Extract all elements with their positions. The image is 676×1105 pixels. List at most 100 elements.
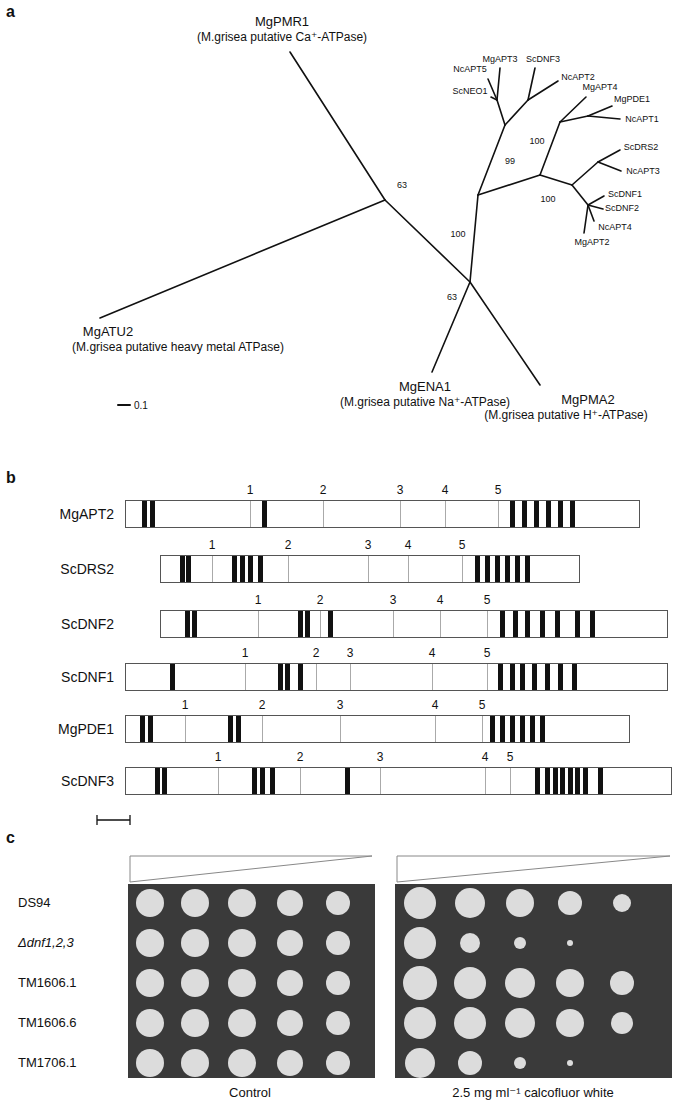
motif-number: 5 bbox=[507, 751, 514, 764]
motif-line bbox=[400, 501, 401, 527]
transmembrane-domain bbox=[568, 768, 573, 794]
scale-label: 0.1 bbox=[134, 400, 148, 411]
leaf-label: ScDNF1 bbox=[608, 190, 642, 200]
motif-number: 3 bbox=[337, 699, 344, 712]
strain-label: TM1706.1 bbox=[18, 1056, 77, 1070]
transmembrane-domain bbox=[525, 611, 530, 637]
yeast-spot bbox=[403, 966, 437, 1000]
leaf-label: MgAPT3 bbox=[482, 55, 517, 65]
transmembrane-domain bbox=[520, 664, 525, 690]
yeast-spot bbox=[404, 1007, 436, 1039]
protein-note: (M.grisea putative heavy metal ATPase) bbox=[72, 341, 284, 354]
motif-line bbox=[368, 556, 369, 582]
transmembrane-domain bbox=[546, 501, 551, 527]
yeast-spot bbox=[458, 1051, 482, 1075]
motif-line bbox=[435, 716, 436, 742]
motif-line bbox=[487, 611, 488, 637]
transmembrane-domain bbox=[553, 768, 558, 794]
protein-bar: ScDNF3 bbox=[125, 767, 672, 795]
motif-number: 5 bbox=[479, 699, 486, 712]
motif-number: 1 bbox=[215, 751, 222, 764]
transmembrane-domain bbox=[155, 768, 160, 794]
protein-bar: ScDNF1 bbox=[125, 663, 668, 691]
motif-number: 1 bbox=[242, 647, 249, 660]
transmembrane-domain bbox=[298, 664, 303, 690]
motif-number: 2 bbox=[297, 751, 304, 764]
motif-number: 3 bbox=[365, 539, 372, 552]
transmembrane-domain bbox=[500, 716, 505, 742]
motif-number: 4 bbox=[405, 539, 412, 552]
protein-name: MgATU2 bbox=[83, 325, 133, 339]
motif-number: 1 bbox=[182, 699, 189, 712]
bootstrap-value: 63 bbox=[447, 293, 457, 303]
yeast-spot bbox=[514, 1057, 526, 1069]
yeast-spot bbox=[326, 1011, 350, 1035]
yeast-spot bbox=[556, 1009, 584, 1037]
transmembrane-domain bbox=[305, 611, 310, 637]
panel-letter: a bbox=[6, 3, 15, 21]
motif-number: 2 bbox=[313, 647, 320, 660]
transmembrane-domain bbox=[572, 664, 577, 690]
yeast-spot bbox=[506, 889, 534, 917]
protein-name: MgAPT2 bbox=[60, 506, 114, 522]
transmembrane-domain bbox=[260, 768, 265, 794]
transmembrane-domain bbox=[525, 556, 530, 582]
yeast-spot bbox=[277, 930, 303, 956]
bootstrap-value: 100 bbox=[450, 230, 465, 240]
yeast-spot bbox=[277, 970, 303, 996]
motif-line bbox=[498, 501, 499, 527]
strain-label: TM1606.6 bbox=[18, 1016, 77, 1030]
motif-number: 3 bbox=[397, 484, 404, 497]
motif-line bbox=[320, 611, 321, 637]
strain-label: TM1606.1 bbox=[18, 976, 77, 990]
yeast-spot bbox=[136, 889, 164, 917]
protein-note: (M.grisea putative Na⁺-ATPase) bbox=[340, 396, 510, 409]
motif-line bbox=[393, 611, 394, 637]
transmembrane-domain bbox=[192, 611, 197, 637]
transmembrane-domain bbox=[495, 556, 500, 582]
protein-name: ScDRS2 bbox=[60, 561, 114, 577]
transmembrane-domain bbox=[180, 556, 185, 582]
transmembrane-domain bbox=[583, 768, 588, 794]
motif-number: 4 bbox=[429, 647, 436, 660]
protein-bar: MgAPT2 bbox=[125, 500, 640, 528]
yeast-spot bbox=[610, 971, 634, 995]
yeast-spot bbox=[455, 888, 485, 918]
strain-label: DS94 bbox=[18, 896, 51, 910]
yeast-spot bbox=[181, 969, 209, 997]
motif-number: 2 bbox=[259, 699, 266, 712]
yeast-spot bbox=[611, 1012, 633, 1034]
yeast-spot bbox=[404, 887, 436, 919]
motif-line bbox=[258, 611, 259, 637]
motif-line bbox=[218, 768, 219, 794]
yeast-spot bbox=[460, 933, 480, 953]
transmembrane-domain bbox=[520, 716, 525, 742]
motif-number: 2 bbox=[285, 539, 292, 552]
transmembrane-domain bbox=[475, 556, 480, 582]
yeast-spot bbox=[228, 1049, 256, 1077]
motif-number: 1 bbox=[255, 594, 262, 607]
spot-assay-photos bbox=[128, 884, 672, 1078]
transmembrane-domain bbox=[285, 664, 290, 690]
motif-line bbox=[323, 501, 324, 527]
transmembrane-domain bbox=[262, 501, 267, 527]
transmembrane-domain bbox=[555, 611, 560, 637]
protein-name: MgPDE1 bbox=[58, 721, 114, 737]
protein-name: ScDNF3 bbox=[61, 773, 114, 789]
condition-label: 2.5 mg ml⁻¹ calcofluor white bbox=[452, 1086, 613, 1100]
transmembrane-domain bbox=[575, 768, 580, 794]
motif-number: 4 bbox=[482, 751, 489, 764]
transmembrane-domain bbox=[510, 501, 515, 527]
transmembrane-domain bbox=[513, 611, 518, 637]
transmembrane-domain bbox=[500, 611, 505, 637]
transmembrane-domain bbox=[558, 664, 563, 690]
transmembrane-domain bbox=[590, 611, 595, 637]
transmembrane-domain bbox=[570, 501, 575, 527]
protein-bar: ScDRS2 bbox=[160, 555, 580, 583]
leaf-label: NcAPT2 bbox=[561, 73, 595, 83]
yeast-spot bbox=[228, 929, 256, 957]
transmembrane-domain bbox=[228, 716, 233, 742]
motif-number: 5 bbox=[495, 484, 502, 497]
motif-number: 2 bbox=[320, 484, 327, 497]
